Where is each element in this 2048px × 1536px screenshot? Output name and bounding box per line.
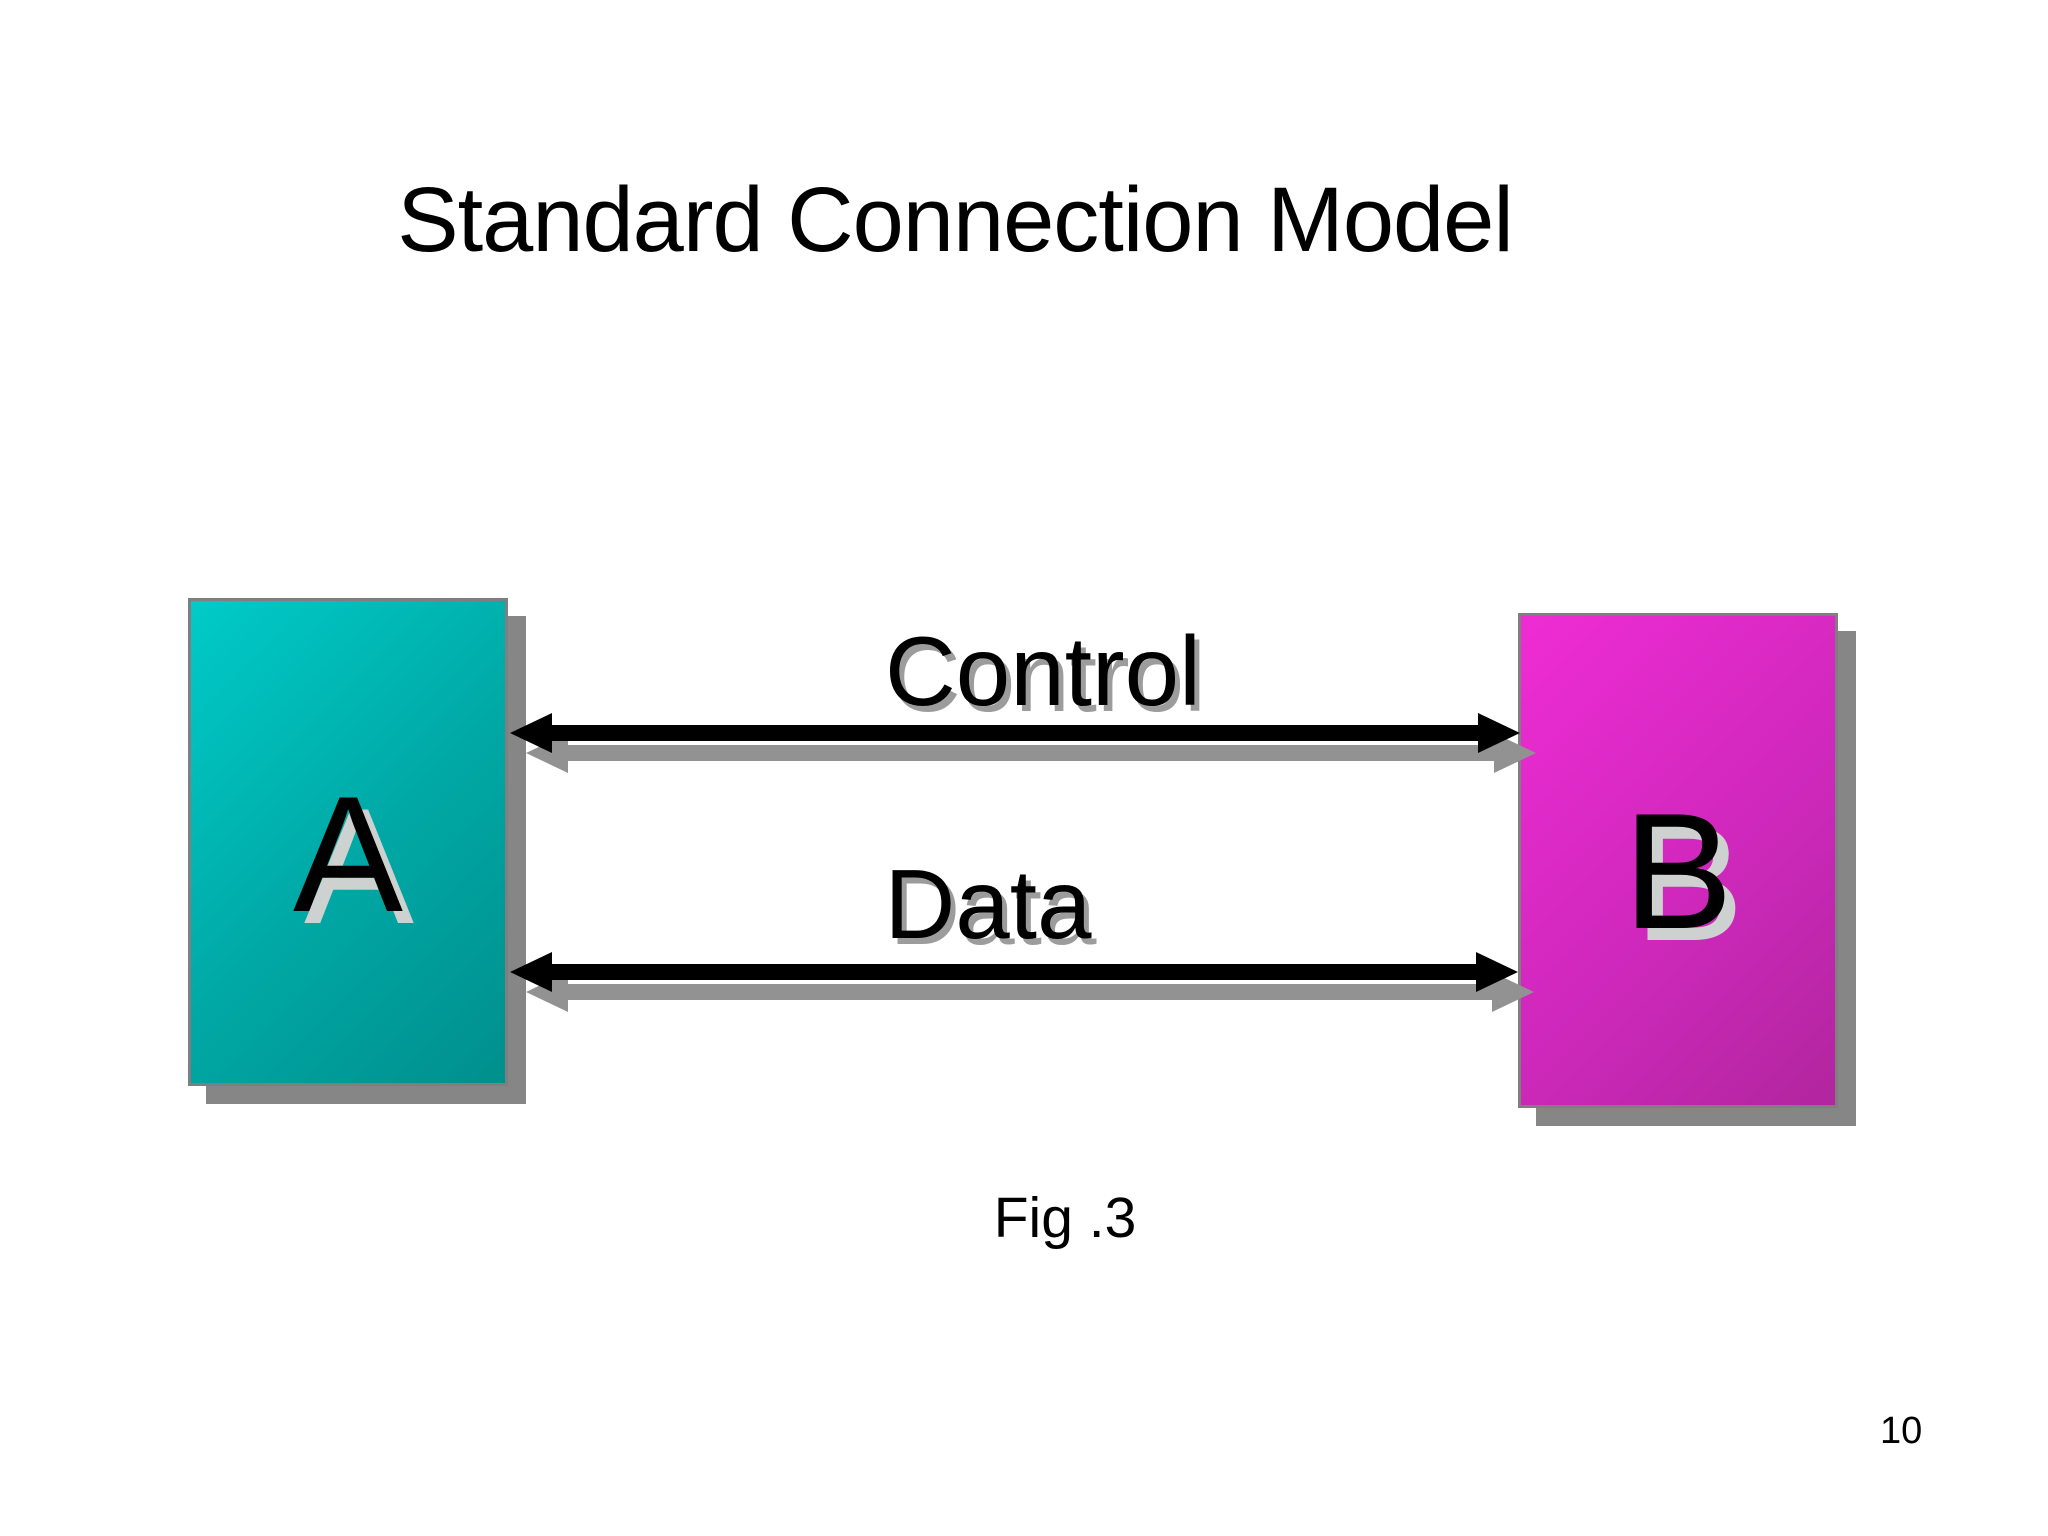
page-number: 10 <box>1880 1410 1923 1452</box>
node-b-label: B <box>1622 779 1734 963</box>
control-link-label: Control <box>885 616 1201 726</box>
slide-title: Standard Connection Model <box>397 168 1514 271</box>
figure-caption: Fig .3 <box>993 1186 1137 1250</box>
data-arrow-icon <box>510 952 1534 1012</box>
node-a-label: A <box>292 761 404 946</box>
data-link-label: Data <box>884 849 1092 959</box>
node-a: A <box>188 598 508 1086</box>
node-b: B <box>1518 613 1838 1108</box>
